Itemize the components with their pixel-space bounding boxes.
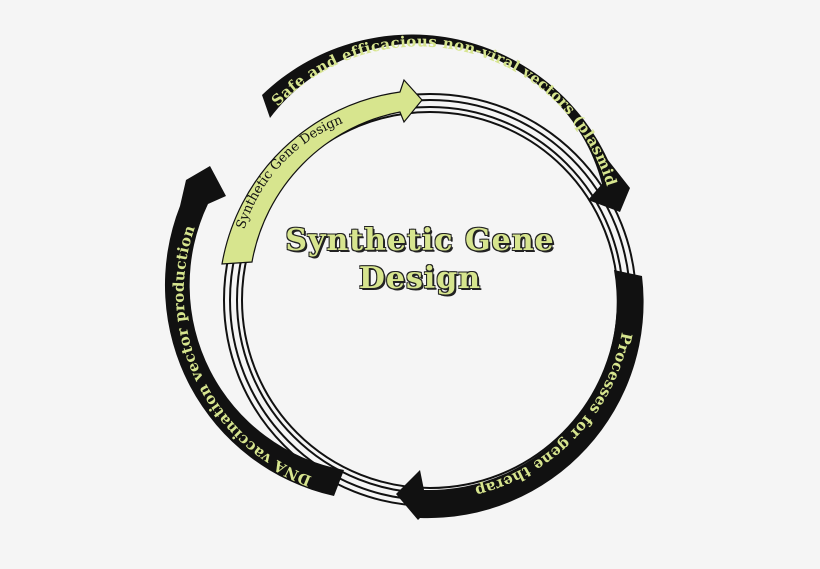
arrow-top: Safe and efficacious non-viral vectors (… [0,0,630,212]
center-title: Synthetic Gene Design [250,222,590,298]
svg-text:Safe and efficacious non-viral: Safe and efficacious non-viral vectors (… [0,0,621,188]
center-title-line1: Synthetic Gene [285,223,555,258]
center-title-line2: Design [358,261,482,296]
arrow-top-label: Safe and efficacious non-viral vectors (… [0,0,620,188]
